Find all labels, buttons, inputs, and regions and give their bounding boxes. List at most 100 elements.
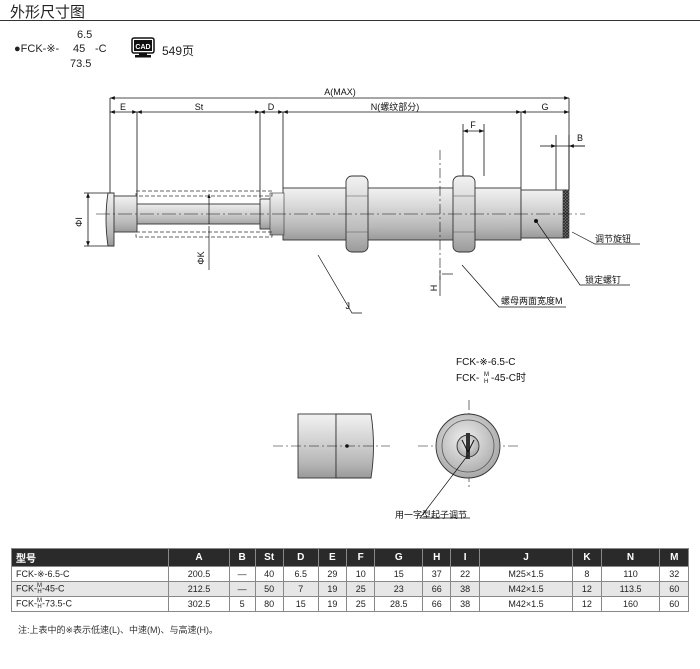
- table-cell: 32: [659, 566, 689, 582]
- cad-page-ref[interactable]: 549页: [162, 44, 195, 58]
- variant-line2-bottom: H: [484, 379, 488, 385]
- table-cell: 10: [346, 566, 376, 582]
- table-header-cell: G: [374, 548, 424, 567]
- model-option-bottom: 73.5: [70, 58, 92, 70]
- table-header-cell: B: [228, 548, 256, 567]
- table-header-cell: K: [572, 548, 602, 567]
- table-cell: 60: [659, 596, 689, 612]
- slot-adjust-label: 用一字型起子调节: [395, 509, 467, 520]
- table-header-cell: St: [254, 548, 284, 567]
- table-note: 注:上表中的※表示低速(L)、中速(M)、与高速(H)。: [18, 625, 219, 635]
- table-cell: 15: [374, 566, 424, 582]
- dimension-drawing: A(MAX) E St D N(螺纹部分) G F B ΦI: [74, 87, 640, 520]
- table-cell: 19: [317, 596, 348, 612]
- table-cell: 40: [254, 566, 284, 582]
- table-cell: 80: [254, 596, 284, 612]
- table-cell: 60: [659, 581, 689, 597]
- table-cell: 29: [317, 566, 348, 582]
- table-cell: 12: [572, 581, 602, 597]
- svg-text:FCK-: FCK-: [456, 373, 479, 384]
- dim-k-label: ΦK: [196, 251, 206, 264]
- cad-label: CAD: [135, 44, 150, 51]
- table-cell: 25: [346, 596, 376, 612]
- table-cell: 113.5: [600, 581, 661, 597]
- model-cell: FCK-※-6.5-C: [10, 566, 170, 582]
- page-title: 外形尺寸图: [10, 4, 86, 21]
- dim-d-label: D: [268, 102, 275, 112]
- table-header-cell: F: [346, 548, 376, 567]
- variant-line2-top: M: [484, 372, 489, 378]
- variant-line2-suffix: -45-C时: [491, 372, 526, 384]
- table-cell: 15: [282, 596, 319, 612]
- model-prefix-text: FCK-※-: [20, 43, 60, 55]
- end-view: [418, 400, 520, 490]
- model-prefix: ●FCK-※-: [14, 42, 59, 55]
- table-cell: 160: [600, 596, 661, 612]
- table-cell: 50: [254, 581, 284, 597]
- table-cell: 8: [572, 566, 602, 582]
- lock-screw-label: 锁定螺钉: [585, 274, 621, 285]
- dim-f-label: F: [470, 120, 476, 130]
- table-cell: 38: [450, 581, 480, 597]
- table-header-cell: I: [450, 548, 480, 567]
- variant-line1: FCK-※-6.5-C: [456, 357, 516, 368]
- table-cell: 28.5: [374, 596, 424, 612]
- adjust-knob-label: 调节旋钮: [595, 233, 631, 244]
- table-cell: 212.5: [168, 581, 230, 597]
- side-view: [273, 413, 390, 479]
- model-option-mid: 45: [73, 43, 86, 55]
- table-header-cell: D: [282, 548, 319, 567]
- cad-icon[interactable]: CAD: [131, 37, 155, 59]
- bullet-icon: ●: [14, 43, 21, 55]
- title-divider: [0, 20, 700, 21]
- dim-h-label: H: [429, 285, 439, 292]
- table-cell: 5: [228, 596, 256, 612]
- dim-j-label: J: [346, 301, 351, 311]
- dim-st-label: St: [195, 102, 204, 112]
- table-header-cell: J: [478, 548, 574, 567]
- table-cell: 200.5: [168, 566, 230, 582]
- table-header-cell: M: [659, 548, 689, 567]
- table-cell: M42×1.5: [478, 596, 574, 612]
- table-header-cell: H: [422, 548, 452, 567]
- table-cell: 22: [450, 566, 480, 582]
- dim-g-label: G: [541, 102, 548, 112]
- model-option-top: 6.5: [77, 29, 93, 41]
- table-cell: 66: [422, 596, 452, 612]
- table-cell: M42×1.5: [478, 581, 574, 597]
- dim-i-label: ΦI: [74, 217, 84, 227]
- stopper-cap: [105, 192, 115, 247]
- variant-line2-prefix: FCK-: [456, 373, 479, 384]
- dim-n-label: N(螺纹部分): [371, 101, 420, 112]
- table-cell: 7: [282, 581, 319, 597]
- dim-b-label: B: [577, 133, 583, 143]
- dim-a-label: A(MAX): [324, 87, 356, 97]
- table-cell: 23: [374, 581, 424, 597]
- table-header-cell: E: [317, 548, 348, 567]
- table-header-cell: N: [600, 548, 661, 567]
- model-suffix: -C: [95, 43, 107, 55]
- table-cell: M25×1.5: [478, 566, 574, 582]
- table-header-cell: A: [168, 548, 230, 567]
- table-cell: 37: [422, 566, 452, 582]
- table-cell: 110: [600, 566, 661, 582]
- table-cell: 66: [422, 581, 452, 597]
- table-cell: 25: [346, 581, 376, 597]
- nut-width-label: 螺母两面宽度M: [501, 295, 563, 306]
- dim-e-label: E: [120, 102, 126, 112]
- table-header-cell: 型号: [10, 548, 170, 567]
- table-cell: 302.5: [168, 596, 230, 612]
- table-cell: 12: [572, 596, 602, 612]
- table-cell: —: [228, 581, 256, 597]
- table-cell: 6.5: [282, 566, 319, 582]
- table-cell: 19: [317, 581, 348, 597]
- table-cell: —: [228, 566, 256, 582]
